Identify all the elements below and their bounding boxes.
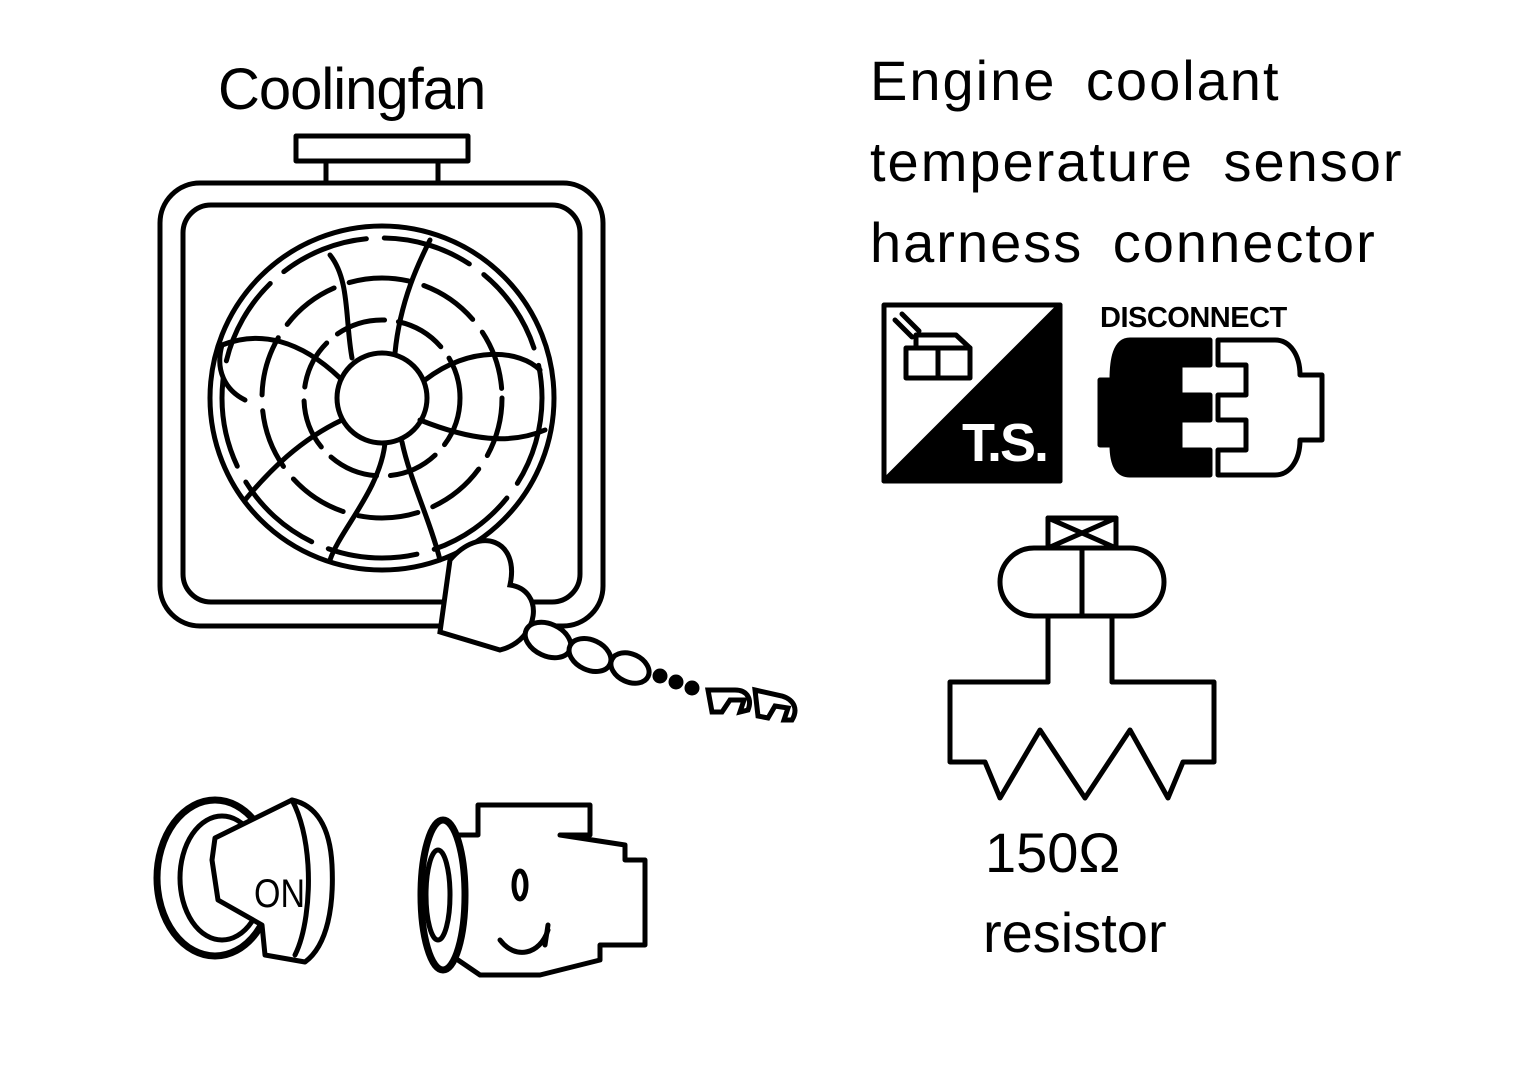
resistor-value-label: 150Ω [985, 821, 1121, 884]
sensor-title-line: Engine coolant [870, 49, 1281, 112]
resistor-connector-icon [947, 515, 1217, 801]
connector-disconnect-icon [1097, 337, 1325, 478]
cooling-fan-label: Coolingfan [218, 57, 486, 122]
tools-specification-icon [881, 302, 1063, 484]
ts-badge-label: T.S. [962, 413, 1049, 473]
ignition-on-label: ON [254, 872, 305, 916]
resistor-label: resistor [983, 901, 1167, 964]
sensor-connector-title: Engine coolant temperature sensor harnes… [870, 40, 1404, 283]
ignition-key-icon [153, 796, 335, 965]
cooling-fan-icon [157, 133, 606, 629]
disconnect-label: DISCONNECT [1100, 302, 1287, 334]
engine-icon [417, 802, 648, 978]
sensor-title-line: temperature sensor [870, 130, 1404, 193]
sensor-title-line: harness connector [870, 211, 1377, 274]
fan-sound-graphic [437, 538, 798, 723]
